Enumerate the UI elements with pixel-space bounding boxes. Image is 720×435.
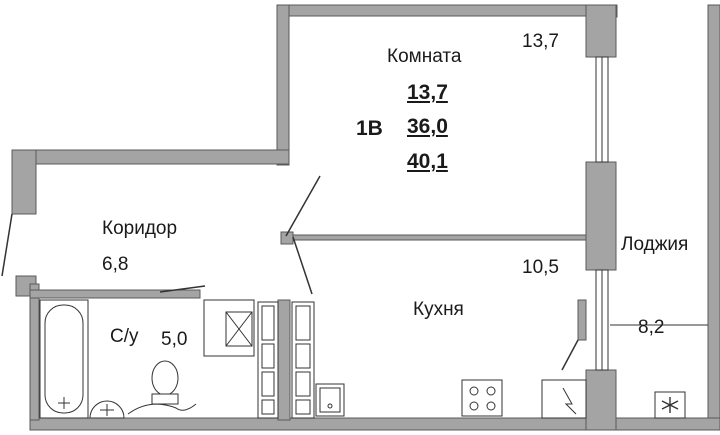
room-label: Комната bbox=[387, 46, 462, 67]
kitchen-label: Кухня bbox=[413, 299, 464, 320]
vent-shaft-icon bbox=[203, 299, 255, 357]
kitchen-sink-icon bbox=[315, 383, 345, 417]
electrical-panel-icon bbox=[541, 379, 587, 419]
room-area: 13,7 bbox=[522, 31, 559, 52]
apartment-type: 1В bbox=[356, 117, 383, 140]
bathroom-area: 5,0 bbox=[161, 329, 188, 350]
bathroom-cabinet bbox=[257, 301, 315, 419]
toilet-icon bbox=[151, 360, 179, 405]
doors bbox=[1, 175, 579, 371]
corridor-label: Коридор bbox=[102, 218, 178, 239]
kitchen-area: 10,5 bbox=[522, 257, 559, 278]
loggia-area: 8,2 bbox=[638, 317, 665, 338]
kitchen-door bbox=[292, 236, 313, 295]
loggia-label: Лоджия bbox=[621, 234, 689, 255]
corridor-area: 6,8 bbox=[102, 254, 129, 275]
bathtub-icon bbox=[39, 299, 89, 419]
sink-icon bbox=[89, 400, 125, 419]
total-area: 40,1 bbox=[407, 150, 448, 173]
entrance-door bbox=[1, 213, 13, 277]
bathroom-label: С/у bbox=[110, 326, 139, 347]
room-door bbox=[285, 175, 321, 237]
room-area-summary: 13,7 bbox=[407, 81, 448, 104]
snowflake-icon bbox=[654, 391, 686, 419]
stove-icon bbox=[461, 379, 503, 417]
living-area: 36,0 bbox=[407, 115, 448, 138]
walls bbox=[11, 4, 720, 431]
bathroom-door bbox=[159, 285, 206, 293]
